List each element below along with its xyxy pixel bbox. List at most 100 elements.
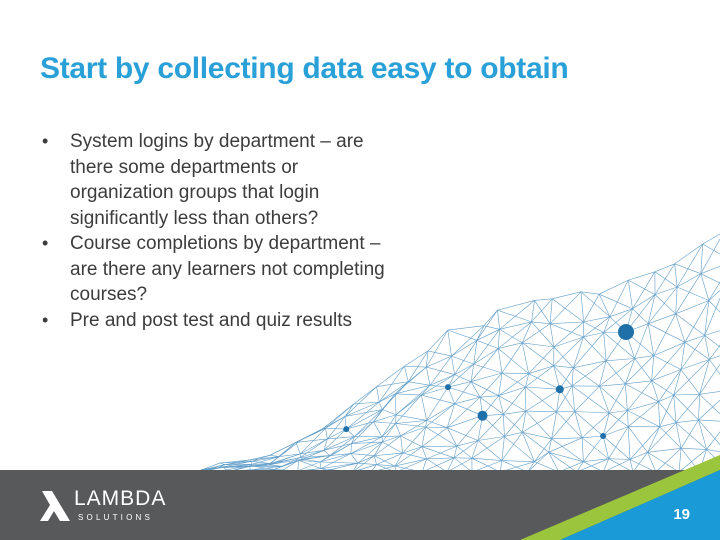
mesh-segment (426, 445, 458, 460)
mesh-segment (553, 336, 584, 366)
mesh-segment (501, 432, 523, 461)
mesh-segment (447, 415, 483, 428)
mesh-segment (376, 381, 409, 387)
mesh-segment (476, 329, 500, 341)
mesh-segment (426, 457, 455, 460)
mesh-segment (553, 336, 584, 348)
mesh-segment (609, 308, 633, 317)
mesh-segment (700, 238, 720, 274)
mesh-segment (456, 440, 479, 447)
mesh-segment (528, 373, 560, 390)
mesh-segment (627, 426, 631, 460)
mesh-segment (345, 409, 383, 417)
mesh-segment (498, 373, 529, 396)
mesh-segment (551, 438, 584, 462)
mesh-node (600, 433, 607, 439)
mesh-segment (603, 308, 633, 333)
bullet-line: are there any learners not completing (70, 258, 385, 280)
mesh-segment (574, 385, 600, 412)
mesh-segment (603, 316, 611, 333)
mesh-segment (525, 386, 557, 413)
mesh-segment (675, 419, 699, 423)
mesh-node (445, 384, 451, 391)
bullet-dot-icon: • (42, 131, 49, 151)
logo-subtitle: SOLUTIONS (78, 513, 154, 522)
mesh-segment (374, 441, 383, 456)
mesh-segment (249, 465, 275, 470)
mesh-segment (454, 381, 472, 404)
mesh-segment (706, 449, 720, 452)
mesh-segment (456, 445, 473, 459)
mesh-segment (651, 355, 654, 381)
mesh-segment (675, 313, 686, 343)
mesh-segment (648, 313, 676, 324)
mesh-segment (421, 374, 455, 396)
mesh-segment (582, 435, 604, 439)
mesh-segment (609, 279, 629, 317)
mesh-segment (219, 461, 252, 464)
mesh-segment (395, 385, 431, 416)
mesh-segment (498, 342, 523, 349)
mesh-segment (471, 457, 502, 461)
mesh-segment (373, 421, 383, 437)
mesh-segment (659, 422, 677, 428)
mesh-segment (599, 360, 607, 387)
mesh-segment (708, 300, 720, 313)
mesh-segment (378, 366, 405, 403)
mesh-segment (647, 452, 680, 473)
mesh-segment (680, 369, 700, 395)
mesh-segment (603, 332, 635, 359)
mesh-segment (344, 401, 380, 417)
mesh-segment (454, 374, 472, 382)
mesh-segment (608, 383, 626, 414)
mesh-segment (573, 367, 600, 387)
mesh-segment (400, 426, 426, 437)
mesh-segment (676, 273, 701, 288)
mesh-segment (573, 360, 607, 369)
mesh-segment (344, 403, 354, 417)
mesh-segment (323, 450, 330, 456)
mesh-segment (351, 421, 374, 444)
mesh-segment (302, 450, 325, 460)
mesh-segment (548, 452, 577, 473)
mesh-segment (404, 350, 429, 367)
mesh-segment (319, 461, 358, 464)
mesh-segment (680, 359, 710, 370)
mesh-segment (480, 395, 499, 398)
mesh-segment (447, 363, 474, 388)
mesh-segment (346, 409, 383, 430)
mesh-segment (501, 372, 529, 374)
mesh-segment (395, 414, 427, 421)
mesh-segment (427, 350, 452, 357)
mesh-segment (559, 367, 574, 390)
mesh-segment (676, 243, 703, 288)
mesh-segment (632, 452, 648, 473)
bullet-item: • Course completions by department – are… (42, 231, 462, 308)
mesh-segment (404, 366, 409, 382)
mesh-segment (454, 363, 474, 375)
mesh-segment (552, 298, 584, 323)
mesh-segment (381, 435, 401, 438)
mesh-node (343, 426, 350, 433)
mesh-segment (453, 446, 458, 458)
mesh-segment (559, 389, 576, 412)
mesh-segment (421, 446, 427, 460)
mesh-segment (573, 332, 604, 368)
mesh-segment (426, 386, 449, 421)
mesh-segment (528, 365, 554, 374)
mesh-segment (470, 381, 499, 396)
mesh-segment (351, 436, 355, 444)
mesh-segment (503, 386, 526, 415)
mesh-segment (319, 453, 351, 463)
mesh-segment (549, 323, 584, 338)
mesh-segment (498, 372, 503, 396)
mesh-segment (583, 332, 604, 338)
mesh-segment (395, 423, 426, 428)
bullet-line: System logins by department – are (70, 131, 364, 152)
mesh-segment (551, 411, 557, 439)
mesh-segment (451, 356, 455, 375)
mesh-segment (627, 401, 659, 411)
mesh-segment (706, 431, 720, 450)
mesh-segment (602, 435, 631, 460)
